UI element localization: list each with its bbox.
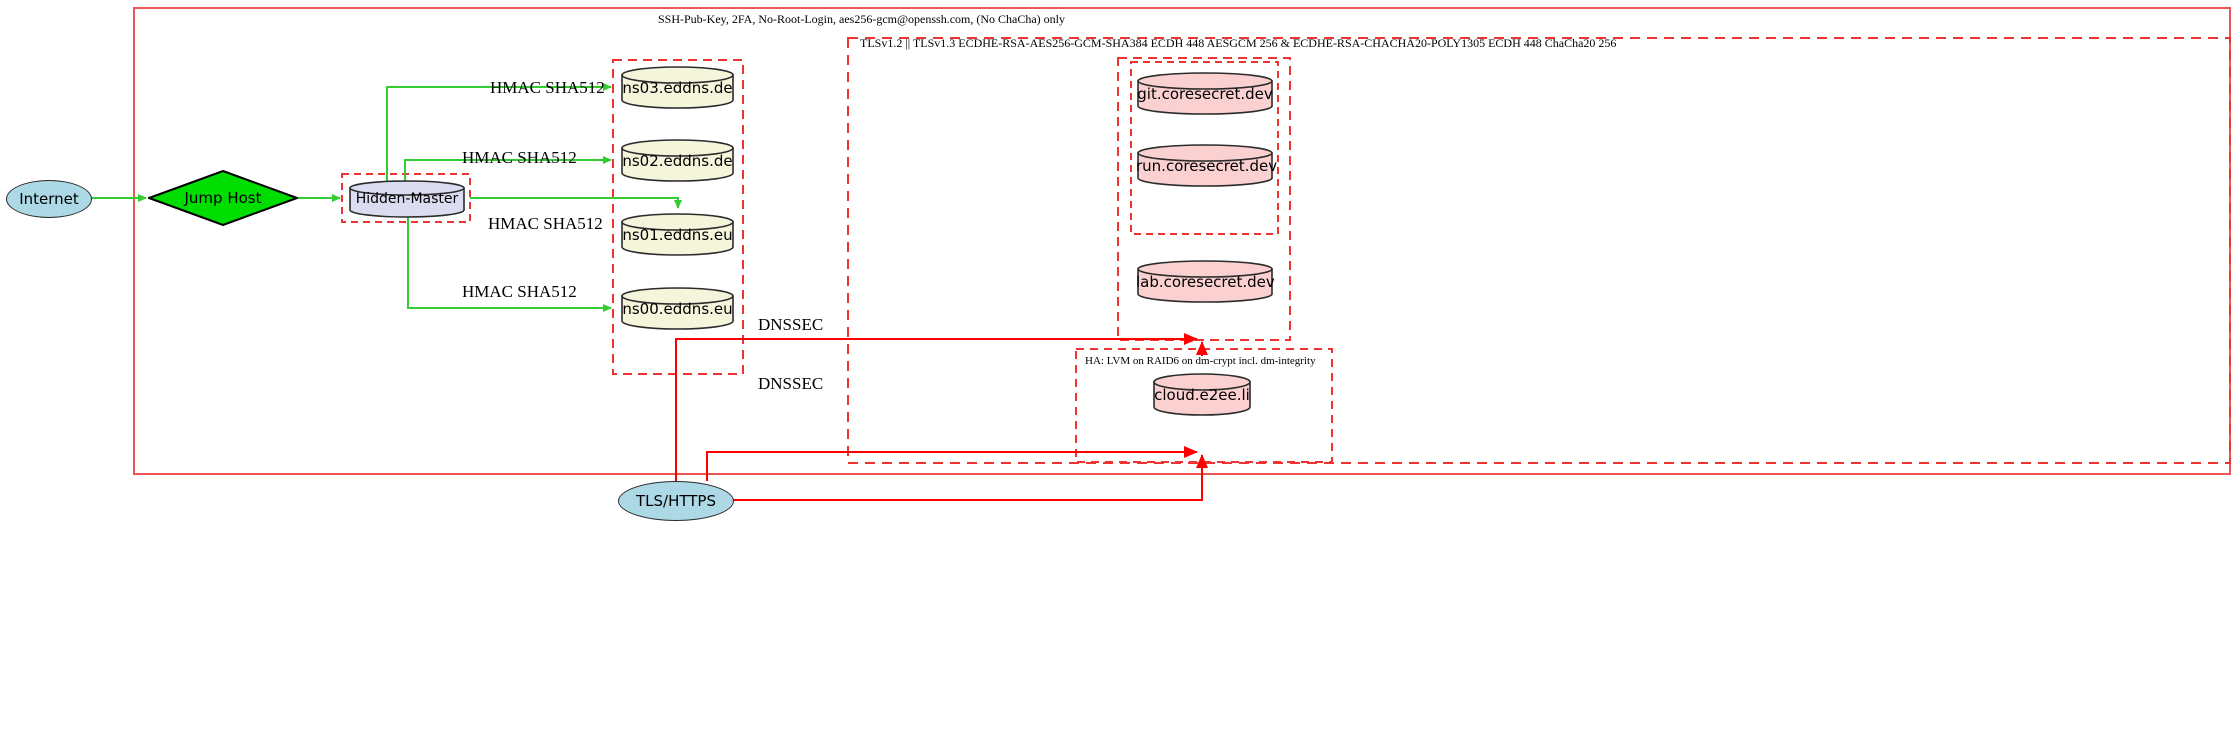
jump-host-shape bbox=[146, 169, 300, 227]
edge-hiddenmaster-to-ns00 bbox=[407, 214, 612, 312]
node-cloud-e2ee[interactable]: cloud.e2ee.li bbox=[1152, 373, 1252, 417]
node-run-coresecret[interactable]: run.coresecret.dev bbox=[1136, 144, 1277, 188]
edge-dnssec-lower bbox=[706, 446, 1198, 481]
node-lab-coresecret[interactable]: lab.coresecret.dev bbox=[1136, 260, 1275, 304]
cluster-coresecret-inner bbox=[1130, 61, 1279, 235]
edge-hiddenmaster-to-ns01 bbox=[470, 197, 682, 209]
node-ns02[interactable]: ns02.eddns.de bbox=[620, 139, 735, 183]
node-tls-https-label: TLS/HTTPS bbox=[635, 492, 716, 510]
node-git-coresecret[interactable]: git.coresecret.dev bbox=[1136, 72, 1274, 116]
edge-dnssec-upper bbox=[675, 333, 1198, 481]
ns03-shape bbox=[621, 66, 734, 109]
cloud-e2ee-shape bbox=[1153, 373, 1251, 416]
edge-label-hmac-ns03: HMAC SHA512 bbox=[490, 78, 605, 97]
node-internet[interactable]: Internet bbox=[6, 180, 92, 218]
edge-label-hmac-ns01: HMAC SHA512 bbox=[488, 214, 603, 233]
cluster-tls bbox=[847, 37, 2231, 464]
node-internet-label: Internet bbox=[19, 190, 79, 208]
node-ns01[interactable]: ns01.eddns.eu bbox=[620, 213, 735, 257]
cluster-coresecret bbox=[1117, 57, 1291, 341]
cluster-label-outer-ssh: SSH-Pub-Key, 2FA, No-Root-Login, aes256-… bbox=[658, 12, 1066, 26]
git-coresecret-shape bbox=[1137, 72, 1273, 115]
edge-tls-https-right bbox=[733, 462, 1203, 501]
ns00-shape bbox=[621, 287, 734, 330]
node-tls-https[interactable]: TLS/HTTPS bbox=[618, 481, 734, 521]
edge-hiddenmaster-to-ns03 bbox=[386, 83, 612, 182]
lab-coresecret-shape bbox=[1137, 260, 1273, 303]
node-ns00[interactable]: ns00.eddns.eu bbox=[620, 287, 735, 331]
cluster-label-tls: TLSv1.2 || TLSv1.3 ECDHE-RSA-AES256-GCM-… bbox=[860, 36, 1617, 50]
cluster-dns bbox=[612, 59, 744, 375]
edge-label-dnssec-lower: DNSSEC bbox=[758, 374, 824, 393]
edge-label-dnssec-upper: DNSSEC bbox=[758, 315, 824, 334]
node-hidden-master[interactable]: Hidden-Master bbox=[348, 180, 466, 218]
node-ns03[interactable]: ns03.eddns.de bbox=[620, 66, 735, 110]
edge-label-hmac-ns02: HMAC SHA512 bbox=[462, 148, 577, 167]
ns01-shape bbox=[621, 213, 734, 256]
edge-hiddenmaster-to-ns02 bbox=[404, 156, 612, 182]
ns02-shape bbox=[621, 139, 734, 182]
cluster-label-ha: HA: LVM on RAID6 on dm-crypt incl. dm-in… bbox=[1085, 355, 1316, 367]
edge-label-hmac-ns00: HMAC SHA512 bbox=[462, 282, 577, 301]
node-jump-host[interactable]: Jump Host bbox=[146, 169, 300, 227]
hidden-master-shape bbox=[349, 180, 465, 218]
run-coresecret-shape bbox=[1137, 144, 1273, 187]
